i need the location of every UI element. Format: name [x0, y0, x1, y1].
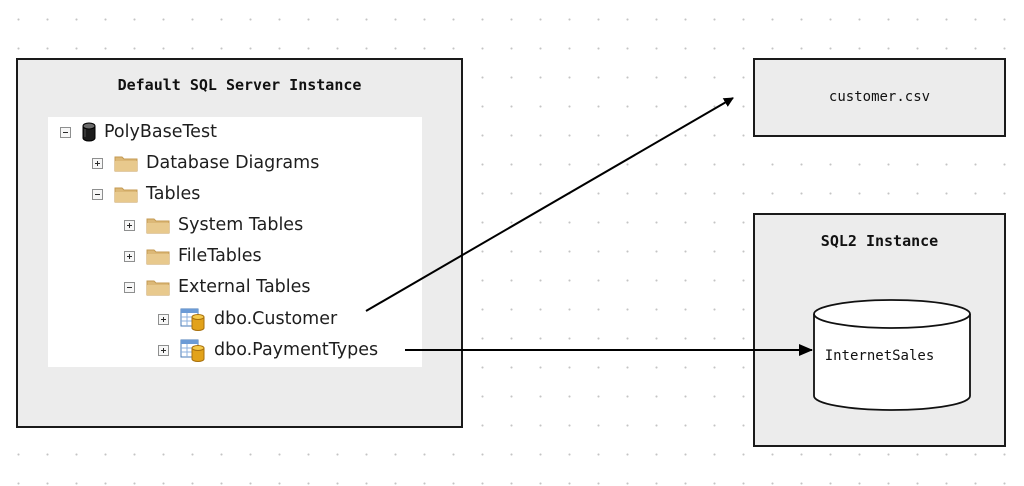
tree-node-database-diagrams[interactable]: Database Diagrams: [92, 149, 319, 177]
object-explorer-tree: PolyBaseTest Database Diagrams Tables: [48, 117, 422, 367]
collapse-toggle-icon[interactable]: [124, 281, 135, 293]
sql2-instance-box: SQL2 Instance InternetSales: [753, 213, 1006, 447]
internetsales-database-cylinder: [813, 299, 971, 411]
folder-icon: [114, 154, 138, 172]
tree-label: External Tables: [178, 277, 311, 297]
customer-csv-box: customer.csv: [753, 58, 1006, 137]
arrow-customer-to-csv: [365, 97, 734, 312]
internetsales-label: InternetSales: [824, 348, 935, 364]
tree-label: System Tables: [178, 215, 304, 235]
tree-label: PolyBaseTest: [104, 122, 217, 142]
tree-label: dbo.Customer: [214, 309, 338, 329]
external-table-icon: [180, 338, 206, 362]
expand-toggle-icon[interactable]: [158, 313, 169, 325]
default-instance-title: Default SQL Server Instance: [117, 76, 362, 94]
tree-node-polybasetest[interactable]: PolyBaseTest: [60, 118, 217, 146]
folder-icon: [146, 216, 170, 234]
folder-icon: [146, 247, 170, 265]
tree-label: dbo.PaymentTypes: [214, 340, 379, 360]
sql2-instance-title: SQL2 Instance: [820, 232, 939, 250]
tree-label: Database Diagrams: [146, 153, 320, 173]
tree-node-external-tables[interactable]: External Tables: [124, 273, 311, 301]
tree-node-tables[interactable]: Tables: [92, 180, 200, 208]
expand-toggle-icon[interactable]: [124, 250, 135, 262]
expand-toggle-icon[interactable]: [158, 344, 169, 356]
tree-node-dbo-paymenttypes[interactable]: dbo.PaymentTypes: [158, 336, 378, 364]
collapse-toggle-icon[interactable]: [92, 188, 103, 200]
tree-node-system-tables[interactable]: System Tables: [124, 211, 303, 239]
database-icon: [82, 122, 96, 142]
collapse-toggle-icon[interactable]: [60, 126, 71, 138]
tree-node-dbo-customer[interactable]: dbo.Customer: [158, 305, 337, 333]
tree-node-filetables[interactable]: FileTables: [124, 242, 262, 270]
tree-label: Tables: [146, 184, 201, 204]
expand-toggle-icon[interactable]: [124, 219, 135, 231]
customer-csv-label: customer.csv: [828, 89, 931, 105]
external-table-icon: [180, 307, 206, 331]
folder-icon: [146, 278, 170, 296]
expand-toggle-icon[interactable]: [92, 157, 103, 169]
folder-icon: [114, 185, 138, 203]
tree-label: FileTables: [178, 246, 262, 266]
